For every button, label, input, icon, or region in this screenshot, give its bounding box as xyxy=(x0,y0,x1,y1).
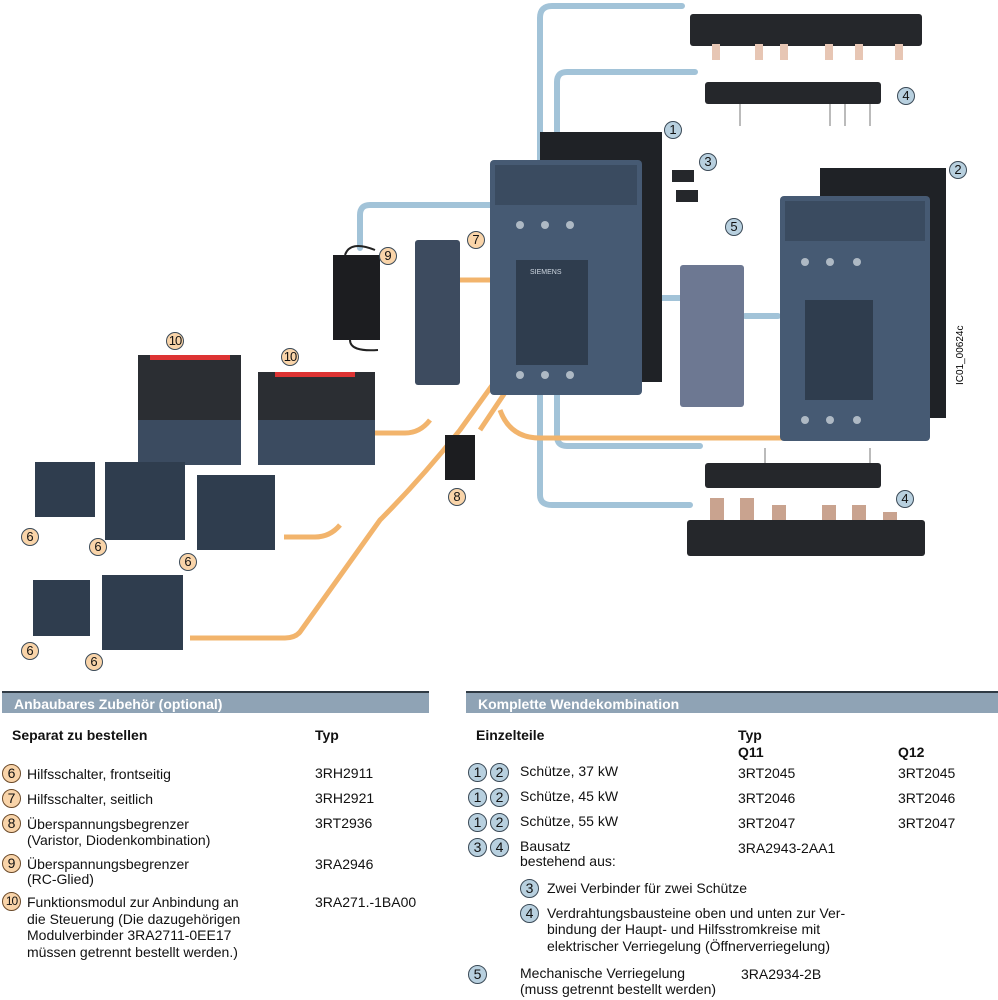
item-marker: 1 xyxy=(468,763,487,782)
marker-3: 3 xyxy=(699,153,717,171)
connectors xyxy=(672,170,698,202)
item-typ: 3RA2934-2B xyxy=(741,966,822,982)
item-desc: Schütze, 55 kW xyxy=(520,813,619,829)
q12-typ: 3RT2047 xyxy=(898,815,956,831)
item-desc: Hilfsschalter, frontseitig xyxy=(27,766,171,782)
item-marker: 4 xyxy=(490,838,509,857)
marker-6: 6 xyxy=(85,653,103,671)
left-col-label: Separat zu bestellen xyxy=(12,727,148,743)
right-col-label: Einzelteile xyxy=(476,727,545,743)
item-typ: 3RH2921 xyxy=(315,790,375,806)
accessories-header: Anbaubares Zubehör (optional) xyxy=(2,691,429,713)
q12-typ: 3RT2046 xyxy=(898,790,956,806)
item-desc: Überspannungsbegrenzer xyxy=(27,856,189,872)
item-marker: 3 xyxy=(468,838,487,857)
item-marker: 10 xyxy=(2,892,21,911)
q12-label: Q12 xyxy=(898,744,925,760)
item-desc: Verdrahtungsbausteine oben und unten zur… xyxy=(547,905,846,921)
item-marker: 4 xyxy=(520,904,539,923)
item-marker: 9 xyxy=(2,854,21,873)
side-auxiliary-switch xyxy=(415,240,460,385)
item-desc: Modulverbinder 3RA2711-0EE17 xyxy=(27,927,232,943)
marker-4-bottom: 4 xyxy=(896,490,914,508)
combination-header: Komplette Wendekombination xyxy=(466,691,998,713)
rc-element xyxy=(333,245,380,352)
q11-typ: 3RT2047 xyxy=(738,815,796,831)
item-marker: 2 xyxy=(490,813,509,832)
marker-6: 6 xyxy=(21,528,39,546)
item-typ: 3RA2946 xyxy=(315,856,374,872)
marker-6: 6 xyxy=(89,538,107,556)
item-desc: Bausatz xyxy=(520,838,571,854)
item-desc: Zwei Verbinder für zwei Schütze xyxy=(547,880,747,896)
q11-typ: 3RT2045 xyxy=(738,765,796,781)
item-desc: Überspannungsbegrenzer xyxy=(27,816,189,832)
contactor-q11: SIEMENS xyxy=(490,132,662,395)
contactor-q12 xyxy=(780,168,946,441)
marker-6: 6 xyxy=(179,553,197,571)
marker-9: 9 xyxy=(379,247,397,265)
exploded-assembly-illustration: SIEMENS IC01_00624c xyxy=(33,3,966,650)
item-desc: Hilfsschalter, seitlich xyxy=(27,791,154,807)
marker-8: 8 xyxy=(448,488,466,506)
wiring-module-top xyxy=(690,14,922,126)
item-marker: 3 xyxy=(520,879,539,898)
left-typ-label: Typ xyxy=(315,727,339,743)
mechanical-interlock xyxy=(680,265,744,407)
item-marker: 5 xyxy=(468,965,487,984)
q12-typ: 3RT2045 xyxy=(898,765,956,781)
marker-4-top: 4 xyxy=(897,87,915,105)
item-marker: 2 xyxy=(490,763,509,782)
marker-2: 2 xyxy=(949,161,967,179)
function-modules xyxy=(138,355,375,465)
item-desc: bindung der Haupt- und Hilfsstromkreise … xyxy=(547,921,821,937)
marker-10: 10 xyxy=(281,348,299,366)
item-marker: 1 xyxy=(468,813,487,832)
marker-5: 5 xyxy=(725,218,743,236)
item-desc: Mechanische Verriegelung xyxy=(520,965,685,981)
item-marker: 7 xyxy=(2,789,21,808)
surge-suppressor xyxy=(445,435,475,480)
item-desc: Schütze, 45 kW xyxy=(520,788,619,804)
item-desc: elektrischer Verriegelung (Öffnerverrieg… xyxy=(547,938,830,954)
item-marker: 2 xyxy=(490,788,509,807)
item-marker: 6 xyxy=(2,764,21,783)
item-typ: 3RA271.-1BA00 xyxy=(315,894,417,910)
item-typ: 3RH2911 xyxy=(315,765,374,781)
marker-7: 7 xyxy=(467,231,485,249)
item-desc: Funktionsmodul zur Anbindung an xyxy=(27,894,239,910)
q11-typ: 3RA2943-2AA1 xyxy=(738,840,836,856)
item-typ: 3RT2936 xyxy=(315,815,373,831)
item-desc: (Varistor, Diodenkombination) xyxy=(27,832,211,848)
item-desc: (RC-Glied) xyxy=(27,871,94,887)
item-desc: müssen getrennt bestellt werden.) xyxy=(27,944,238,960)
item-desc: bestehend aus: xyxy=(520,853,616,869)
marker-1: 1 xyxy=(664,121,682,139)
wiring-module-bottom xyxy=(687,448,925,556)
item-desc: Schütze, 37 kW xyxy=(520,763,619,779)
svg-text:SIEMENS: SIEMENS xyxy=(530,269,562,276)
q11-label: Q11 xyxy=(738,744,764,760)
item-desc: (muss getrennt bestellt werden) xyxy=(520,981,717,997)
item-desc: die Steuerung (Die dazugehörigen xyxy=(27,911,241,927)
q11-typ: 3RT2046 xyxy=(738,790,796,806)
right-typ-label: Typ xyxy=(738,727,762,743)
marker-6: 6 xyxy=(21,642,39,660)
front-auxiliary-switches xyxy=(33,462,275,650)
item-marker: 1 xyxy=(468,788,487,807)
figure-code: IC01_00624c xyxy=(955,326,966,386)
item-marker: 8 xyxy=(2,814,21,833)
marker-10: 10 xyxy=(166,332,184,350)
